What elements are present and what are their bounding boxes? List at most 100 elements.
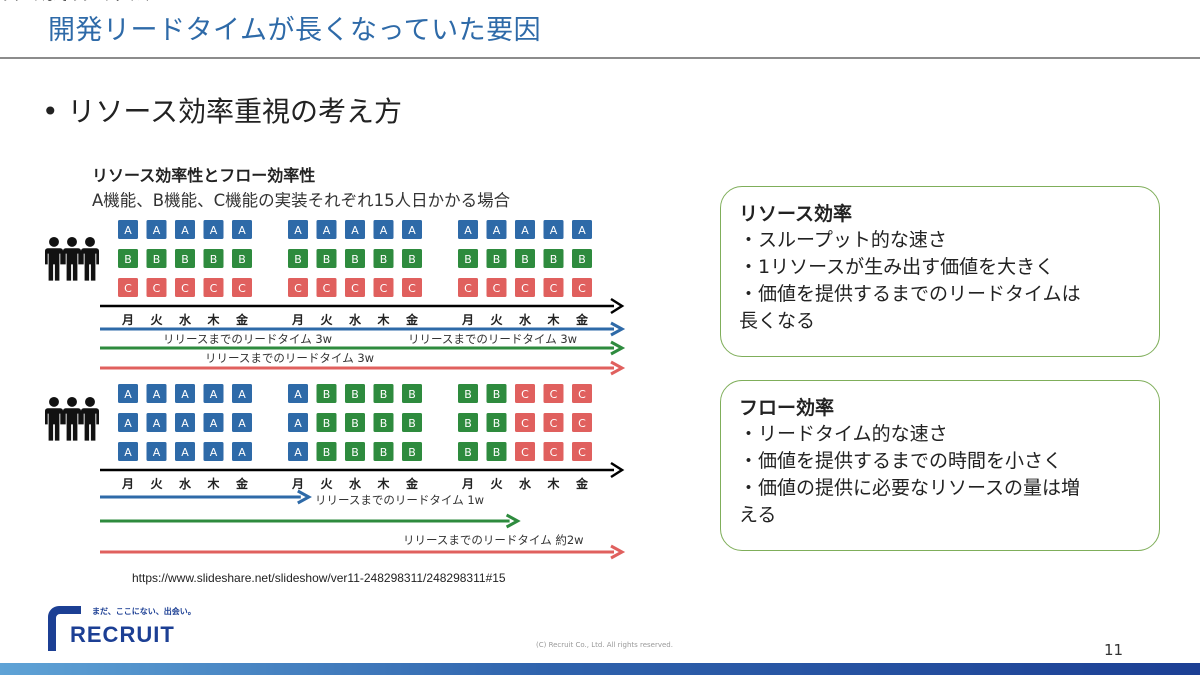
task-cell: [203, 249, 224, 268]
task-cell: [146, 384, 167, 403]
task-cell-label: C: [294, 282, 302, 295]
day-label: 月: [291, 477, 304, 491]
task-cell-label: A: [181, 388, 189, 401]
task-cell-label: B: [493, 446, 501, 459]
task-cell: [146, 220, 167, 239]
task-cell: [316, 442, 337, 461]
task-cell-label: B: [408, 417, 416, 430]
task-cell-label: B: [380, 446, 388, 459]
day-label: 金: [575, 312, 589, 327]
task-cell-label: A: [124, 417, 132, 430]
task-cell-label: B: [124, 253, 132, 266]
task-cell: [146, 249, 167, 268]
task-cell-label: B: [351, 253, 359, 266]
resource-line: ・1リソースが生み出す価値を大きく: [739, 256, 1055, 278]
task-cell: [458, 413, 478, 432]
task-cell-label: B: [153, 253, 161, 266]
task-cell-label: A: [181, 446, 189, 459]
day-label: 金: [575, 476, 589, 491]
task-cell-label: C: [238, 282, 246, 295]
task-cell: [175, 384, 195, 403]
logo-wordmark: RECRUIT: [70, 622, 175, 647]
task-cell-label: C: [408, 282, 416, 295]
task-cell-label: B: [408, 388, 416, 401]
task-cell: [146, 278, 167, 297]
task-cell-label: C: [578, 388, 586, 401]
day-label: 水: [179, 476, 192, 491]
task-cell-label: B: [493, 253, 501, 266]
task-cell: [175, 413, 195, 432]
task-cell-label: B: [351, 417, 359, 430]
resource-line: ・スループット的な速さ: [739, 229, 947, 251]
resource-efficiency-title: リソース効率: [739, 203, 853, 225]
task-cell-label: A: [578, 224, 586, 237]
day-label: 木: [206, 476, 220, 491]
task-cell: [515, 249, 535, 268]
task-cell: [543, 413, 564, 432]
task-cell: [572, 249, 592, 268]
task-cell: [543, 249, 564, 268]
task-cell-label: B: [464, 388, 472, 401]
task-cell: [118, 442, 138, 461]
task-cell: [543, 442, 564, 461]
task-cell: [458, 278, 478, 297]
task-cell-label: A: [294, 224, 302, 237]
bullet-point: • リソース効率重視の考え方: [42, 95, 403, 128]
task-cell-label: C: [380, 282, 388, 295]
resource-efficiency-box: リソース効率 ・スループット的な速さ ・1リソースが生み出す価値を大きく ・価値…: [720, 186, 1160, 357]
task-cell: [373, 442, 394, 461]
day-label: 木: [546, 476, 560, 491]
slide-title: 開発リードタイムが長くなっていた要因: [48, 15, 542, 46]
task-cell: [288, 413, 308, 432]
task-cell-label: A: [210, 446, 218, 459]
task-cell: [146, 442, 167, 461]
task-cell: [203, 384, 224, 403]
flow-efficiency-box: フロー効率 ・リードタイム的な速さ ・価値を提供するまでの時間を小さく ・価値の…: [720, 380, 1160, 551]
day-label: 月: [461, 313, 474, 327]
lead-time-arrowhead: [297, 489, 312, 505]
task-cell-label: C: [521, 417, 529, 430]
flow-efficiency-title: フロー効率: [739, 397, 835, 419]
task-cell: [175, 442, 195, 461]
lead-time-label: リリースまでのリードタイム 約2w: [403, 533, 584, 547]
task-cell: [402, 413, 422, 432]
task-cell: [232, 384, 252, 403]
task-cell-label: B: [323, 388, 331, 401]
task-cell-label: A: [210, 388, 218, 401]
task-cell-label: A: [124, 388, 132, 401]
task-cell-label: A: [323, 224, 331, 237]
task-cell: [572, 384, 592, 403]
task-cell: [175, 278, 195, 297]
task-cell: [288, 278, 308, 297]
lead-time-label: リリースまでのリードタイム 3w: [0, 0, 169, 3]
task-cell-label: A: [464, 224, 472, 237]
day-label: 水: [349, 476, 362, 491]
day-label: 金: [405, 476, 419, 491]
task-cell: [316, 384, 337, 403]
task-cell: [458, 249, 478, 268]
task-cell-label: B: [521, 253, 529, 266]
day-label: 水: [519, 476, 532, 491]
task-cell: [316, 249, 337, 268]
task-cell: [373, 249, 394, 268]
source-link[interactable]: https://www.slideshare.net/slideshow/ver…: [132, 571, 506, 585]
task-cell: [288, 249, 308, 268]
day-label: 木: [376, 476, 390, 491]
task-cell-label: C: [210, 282, 218, 295]
task-cell-label: B: [464, 417, 472, 430]
task-cell-label: B: [578, 253, 586, 266]
task-cell-label: C: [181, 282, 189, 295]
lead-time-label: リリースまでのリードタイム 3w: [408, 332, 577, 346]
task-cell: [232, 220, 252, 239]
task-cell: [402, 249, 422, 268]
task-cell-label: C: [521, 282, 529, 295]
task-cell-label: C: [550, 446, 558, 459]
title-divider: [0, 57, 1200, 59]
task-cell-label: C: [550, 417, 558, 430]
lead-time-arrowhead: [505, 513, 521, 529]
task-cell-label: B: [408, 446, 416, 459]
task-cell: [515, 278, 535, 297]
task-cell-label: B: [238, 253, 246, 266]
task-cell: [543, 384, 564, 403]
